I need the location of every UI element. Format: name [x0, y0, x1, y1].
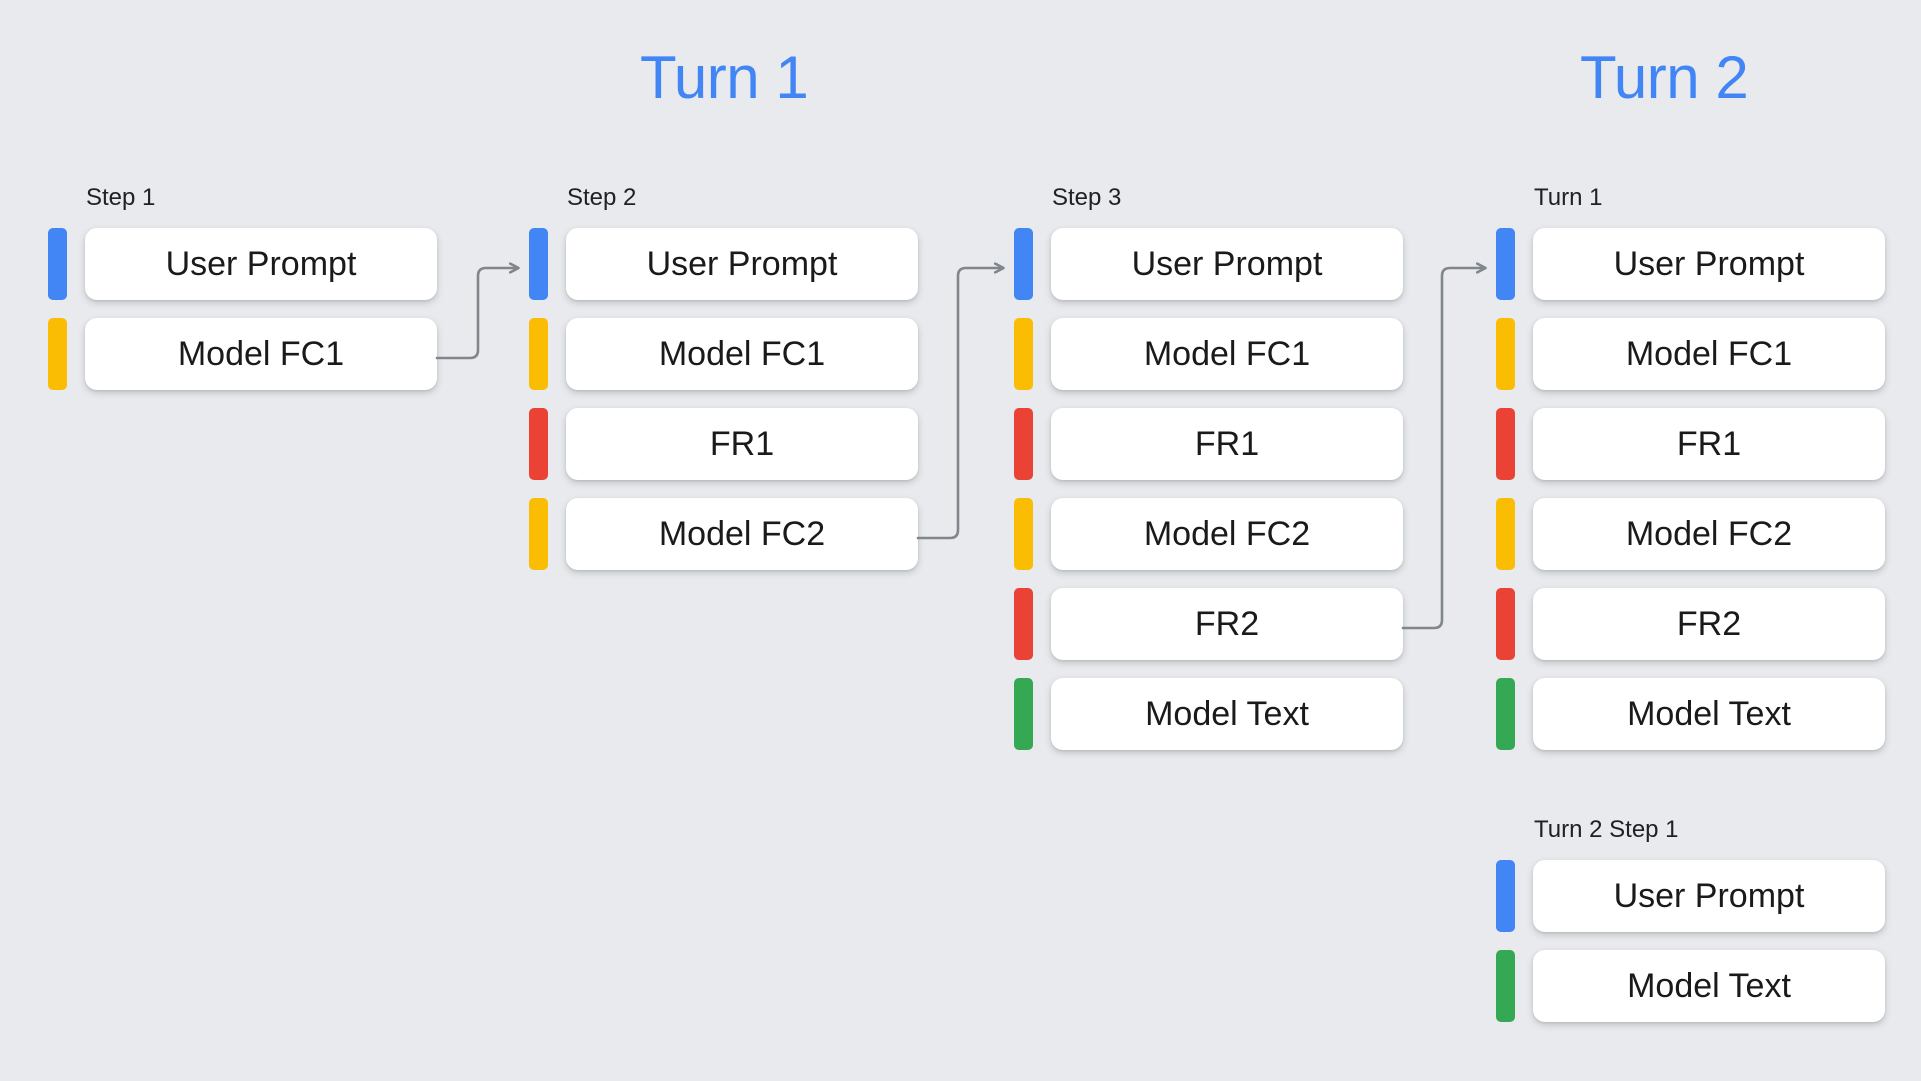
- card[interactable]: FR1: [1051, 408, 1403, 480]
- card-label: FR1: [709, 425, 775, 463]
- arrow-step2-to-step3: [916, 268, 1003, 540]
- type-bar-yellow-icon: [1014, 318, 1033, 390]
- type-bar-red-icon: [1496, 588, 1515, 660]
- card[interactable]: FR1: [1533, 408, 1885, 480]
- type-bar-yellow-icon: [1496, 498, 1515, 570]
- card-label: Model FC1: [1143, 335, 1311, 373]
- card-label: Model FC2: [1143, 515, 1311, 553]
- column-label-step-3: Step 3: [1052, 184, 1122, 211]
- card-label: Model FC1: [1625, 335, 1793, 373]
- type-bar-yellow-icon: [1496, 318, 1515, 390]
- card-label: Model Text: [1627, 967, 1791, 1005]
- type-bar-red-icon: [1014, 588, 1033, 660]
- card[interactable]: FR2: [1533, 588, 1885, 660]
- card[interactable]: Model FC1: [1051, 318, 1403, 390]
- arrow-step1-to-step2: [435, 268, 518, 360]
- card[interactable]: Model FC1: [85, 318, 437, 390]
- type-bar-yellow-icon: [48, 318, 67, 390]
- card[interactable]: Model Text: [1051, 678, 1403, 750]
- card-label: User Prompt: [165, 245, 357, 283]
- type-bar-blue-icon: [1496, 228, 1515, 300]
- card[interactable]: Model FC2: [1533, 498, 1885, 570]
- type-bar-blue-icon: [48, 228, 67, 300]
- column-label-step-2: Step 2: [567, 184, 637, 211]
- type-bar-blue-icon: [1496, 860, 1515, 932]
- card-label: Model FC2: [1625, 515, 1793, 553]
- card[interactable]: FR2: [1051, 588, 1403, 660]
- card[interactable]: User Prompt: [85, 228, 437, 300]
- column-label-step-1: Step 1: [86, 184, 156, 211]
- card[interactable]: Model FC1: [1533, 318, 1885, 390]
- type-bar-green-icon: [1496, 950, 1515, 1022]
- type-bar-blue-icon: [1014, 228, 1033, 300]
- card-label: FR1: [1194, 425, 1260, 463]
- card-label: User Prompt: [1613, 877, 1805, 915]
- card[interactable]: User Prompt: [1051, 228, 1403, 300]
- type-bar-yellow-icon: [1014, 498, 1033, 570]
- type-bar-red-icon: [529, 408, 548, 480]
- card-label: FR1: [1676, 425, 1742, 463]
- column-label-turn-2-step-1: Turn 2 Step 1: [1534, 816, 1679, 843]
- card-label: Model FC1: [177, 335, 345, 373]
- type-bar-green-icon: [1496, 678, 1515, 750]
- card-label: Model Text: [1627, 695, 1791, 733]
- arrow-step3-to-turn1: [1401, 268, 1485, 630]
- type-bar-red-icon: [1014, 408, 1033, 480]
- card[interactable]: Model Text: [1533, 950, 1885, 1022]
- card-label: User Prompt: [646, 245, 838, 283]
- card[interactable]: Model FC1: [566, 318, 918, 390]
- card[interactable]: Model Text: [1533, 678, 1885, 750]
- turn-1-heading: Turn 1: [640, 44, 809, 111]
- type-bar-yellow-icon: [529, 498, 548, 570]
- column-label-turn-1: Turn 1: [1534, 184, 1603, 211]
- card-label: Model FC2: [658, 515, 826, 553]
- card-label: FR2: [1676, 605, 1742, 643]
- card-label: FR2: [1194, 605, 1260, 643]
- type-bar-yellow-icon: [529, 318, 548, 390]
- card[interactable]: User Prompt: [566, 228, 918, 300]
- type-bar-blue-icon: [529, 228, 548, 300]
- card-label: User Prompt: [1613, 245, 1805, 283]
- card[interactable]: FR1: [566, 408, 918, 480]
- card[interactable]: User Prompt: [1533, 860, 1885, 932]
- card[interactable]: User Prompt: [1533, 228, 1885, 300]
- card-label: Model FC1: [658, 335, 826, 373]
- card[interactable]: Model FC2: [566, 498, 918, 570]
- turn-2-heading: Turn 2: [1580, 44, 1749, 111]
- type-bar-green-icon: [1014, 678, 1033, 750]
- card-label: User Prompt: [1131, 245, 1323, 283]
- type-bar-red-icon: [1496, 408, 1515, 480]
- card-label: Model Text: [1145, 695, 1309, 733]
- card[interactable]: Model FC2: [1051, 498, 1403, 570]
